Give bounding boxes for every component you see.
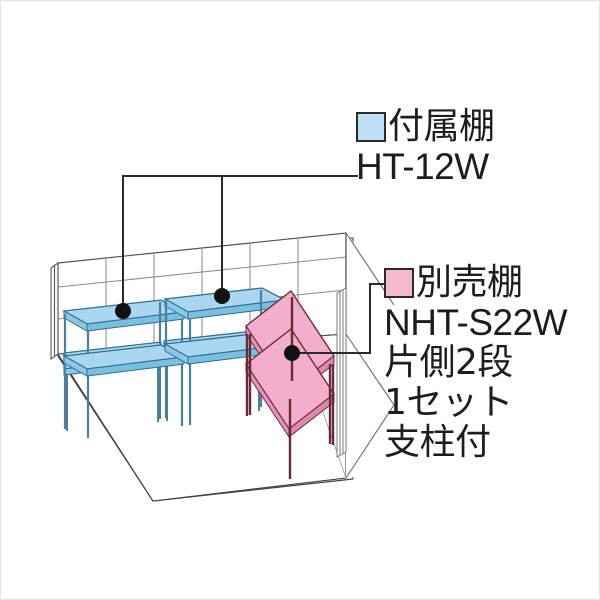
leader-dot-attached-left bbox=[115, 303, 131, 319]
rail-upper bbox=[57, 256, 347, 288]
legend-attached-shelf: 付属棚 HT-12W bbox=[356, 107, 495, 186]
legend-attached-title: 付属棚 bbox=[388, 106, 495, 147]
legend-optional-title: 別売棚 bbox=[416, 262, 523, 303]
optional-shelf-posts bbox=[245, 297, 335, 479]
legend-optional-config: 片側2段 bbox=[384, 342, 513, 383]
door-jamb bbox=[336, 287, 347, 458]
optional-shelf-unit bbox=[245, 289, 335, 479]
right-wall-bottom-edge bbox=[345, 333, 395, 406]
leader-lines bbox=[122, 175, 386, 354]
attached-shelf-mid-right-front bbox=[164, 343, 189, 365]
attached-shelf-swatch-icon bbox=[356, 111, 386, 142]
right-wall-floor-edge bbox=[345, 404, 395, 479]
leader-dot-attached-right bbox=[214, 288, 230, 304]
optional-shelf-swatch-icon bbox=[384, 267, 414, 298]
left-corner-post bbox=[50, 261, 59, 361]
leader-dots bbox=[115, 288, 300, 361]
legend-optional-support: 支柱付 bbox=[384, 422, 491, 463]
leader-optional bbox=[292, 283, 386, 354]
attached-shelf-mid-left-front bbox=[63, 355, 88, 377]
leader-dot-optional bbox=[284, 345, 300, 361]
legend-optional-shelf: 別売棚 NHT-S22W 片側2段 1セット 支柱付 bbox=[384, 263, 568, 463]
legend-optional-head: 別売棚 bbox=[384, 263, 567, 302]
legend-attached-head: 付属棚 bbox=[356, 107, 495, 146]
legend-optional-quantity: 1セット bbox=[384, 382, 513, 423]
scene bbox=[50, 175, 401, 502]
door-jamb-body bbox=[336, 287, 347, 458]
legend-attached-model: HT-12W bbox=[356, 146, 489, 187]
leader-attached-left bbox=[122, 175, 358, 311]
legend-optional-model: NHT-S22W bbox=[384, 302, 568, 343]
